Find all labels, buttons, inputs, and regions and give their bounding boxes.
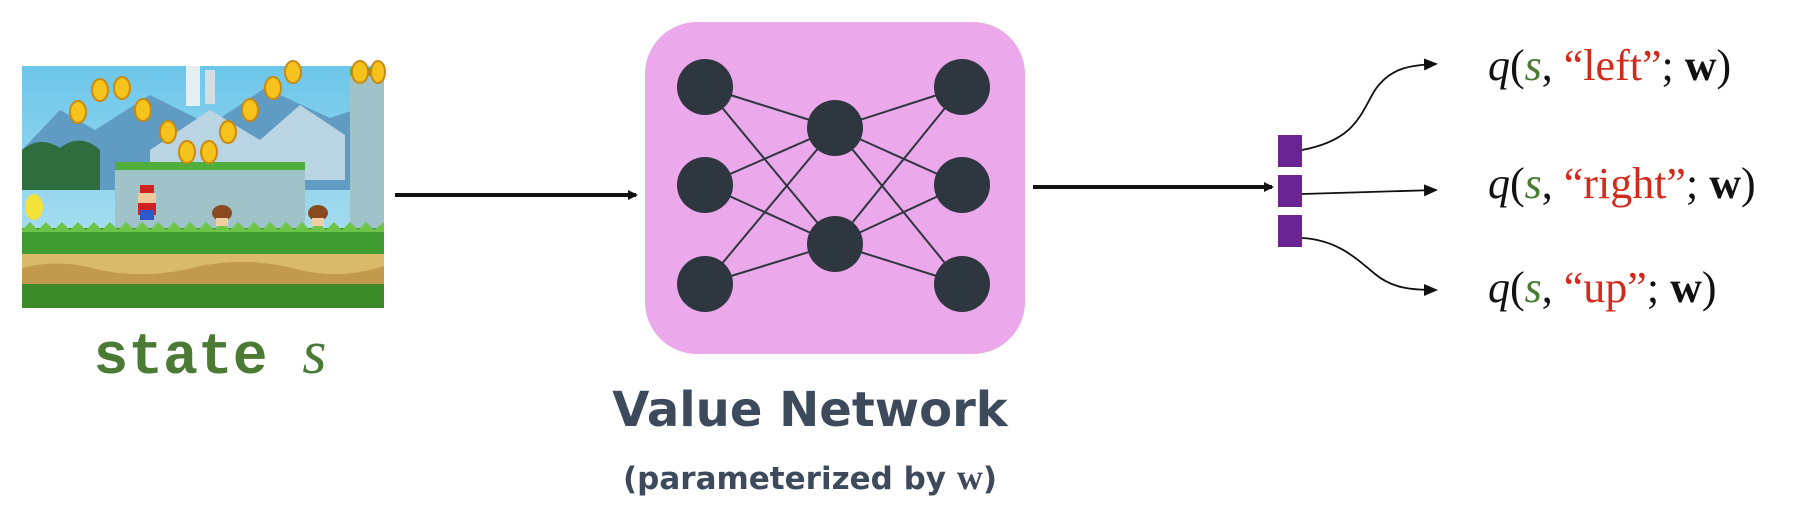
network-subtitle-suffix: )	[982, 461, 997, 497]
state-label-text: state	[93, 326, 268, 391]
q-action: “right”	[1563, 159, 1686, 208]
state-label-var: s	[302, 319, 327, 387]
q-function: q	[1488, 41, 1510, 90]
network-node-layer-1	[807, 100, 863, 156]
network-subtitle-prefix: (parameterized by	[623, 461, 947, 497]
paren-close: )	[1701, 263, 1717, 312]
output-cell	[1278, 175, 1302, 207]
paren-open: (	[1510, 159, 1525, 208]
q-state: s	[1524, 263, 1542, 312]
network-node-layer-0	[677, 256, 733, 312]
q-param: w	[1709, 159, 1741, 208]
network-edge	[704, 127, 836, 285]
output-cell	[1278, 215, 1302, 247]
network-node-layer-2	[934, 59, 990, 115]
network-edge	[834, 127, 963, 285]
output-cell	[1278, 135, 1302, 167]
paren-open: (	[1510, 41, 1525, 90]
q-value-left: q(s, “left”; w)	[1488, 40, 1731, 91]
curve-arrow-right	[1301, 184, 1438, 197]
network-node-layer-2	[934, 157, 990, 213]
network-node-layer-1	[807, 216, 863, 272]
paren-open: (	[1510, 263, 1525, 312]
semicolon: ;	[1661, 41, 1674, 90]
output-vector	[1278, 135, 1302, 247]
network-subtitle-var: w	[956, 457, 983, 497]
q-value-up: q(s, “up”; w)	[1488, 262, 1717, 313]
comma: ,	[1541, 41, 1553, 90]
network-title: Value Network	[612, 382, 1008, 438]
state-label: state s	[40, 318, 380, 391]
comma: ,	[1541, 159, 1553, 208]
q-param: w	[1670, 263, 1702, 312]
curve-arrow-up	[1301, 237, 1438, 296]
paren-close: )	[1740, 159, 1756, 208]
value-network-panel	[645, 22, 1025, 354]
q-action: “left”	[1563, 41, 1662, 90]
network-node-layer-0	[677, 59, 733, 115]
game-screenshot	[22, 60, 386, 308]
q-state: s	[1524, 41, 1542, 90]
paren-close: )	[1716, 41, 1732, 90]
q-function: q	[1488, 263, 1510, 312]
network-node-layer-0	[677, 157, 733, 213]
network-subtitle: (parameterized by w)	[560, 456, 1060, 498]
network-nodes	[677, 59, 990, 312]
q-function: q	[1488, 159, 1510, 208]
q-value-right: q(s, “right”; w)	[1488, 158, 1756, 209]
semicolon: ;	[1685, 159, 1699, 208]
curve-arrow-left	[1301, 58, 1438, 151]
network-edge	[834, 86, 963, 245]
network-edge	[704, 86, 836, 245]
q-state: s	[1524, 159, 1542, 208]
q-param: w	[1684, 41, 1717, 90]
q-action: “up”	[1563, 263, 1647, 312]
semicolon: ;	[1646, 263, 1660, 312]
comma: ,	[1541, 263, 1553, 312]
network-node-layer-2	[934, 256, 990, 312]
